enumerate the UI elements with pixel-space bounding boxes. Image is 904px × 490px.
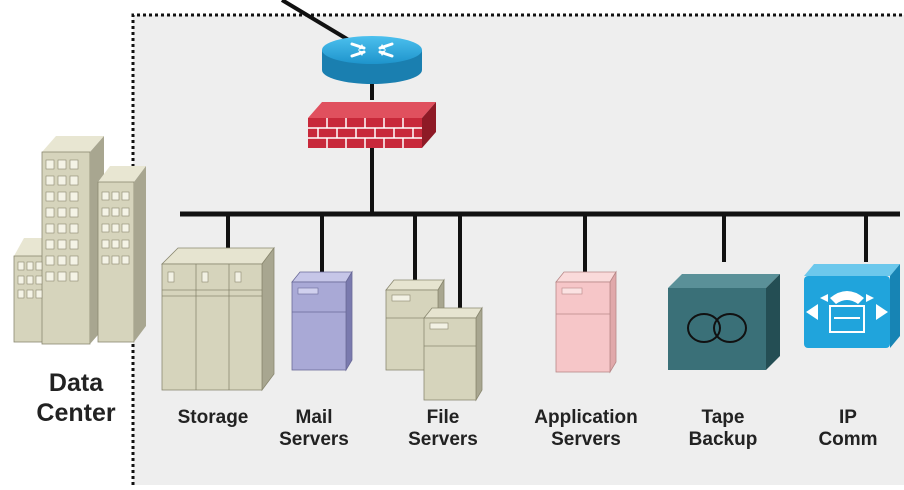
bus-drops <box>226 214 868 310</box>
site-label: Data Center <box>8 368 144 428</box>
mail-servers-label-line1: Mail <box>295 407 333 428</box>
application-server-icon <box>555 270 617 374</box>
storage-array-icon <box>161 246 275 392</box>
storage-label: Storage <box>158 407 268 429</box>
tape-backup-label-line1: Tape <box>701 407 745 428</box>
router-icon <box>322 36 422 84</box>
file-servers-label: File Servers <box>388 407 498 451</box>
mail-servers-label-line2: Servers <box>279 429 349 450</box>
mail-server-icon <box>291 270 353 372</box>
site-label-line2: Center <box>36 399 116 427</box>
firewall-icon <box>308 102 436 148</box>
ip-comm-label-line1: IP <box>839 407 857 428</box>
file-server-icon-2 <box>423 306 483 402</box>
tape-backup-label: Tape Backup <box>668 407 778 451</box>
wan-uplink <box>280 0 354 44</box>
file-servers-label-line1: File <box>426 407 460 428</box>
ip-comm-label-line2: Comm <box>818 429 878 450</box>
application-servers-label: Application Servers <box>506 407 666 451</box>
file-servers-label-line2: Servers <box>408 429 478 450</box>
application-servers-label-line1: Application <box>534 407 638 428</box>
data-center-building-icon <box>13 136 146 345</box>
ip-comm-label: IP Comm <box>800 407 896 451</box>
storage-label-line1: Storage <box>177 407 249 428</box>
application-servers-label-line2: Servers <box>551 429 621 450</box>
tape-backup-label-line2: Backup <box>688 429 758 450</box>
tape-backup-icon <box>668 274 780 370</box>
mail-servers-label: Mail Servers <box>262 407 366 451</box>
ip-comm-icon <box>804 264 900 348</box>
site-label-line1: Data <box>48 369 104 397</box>
